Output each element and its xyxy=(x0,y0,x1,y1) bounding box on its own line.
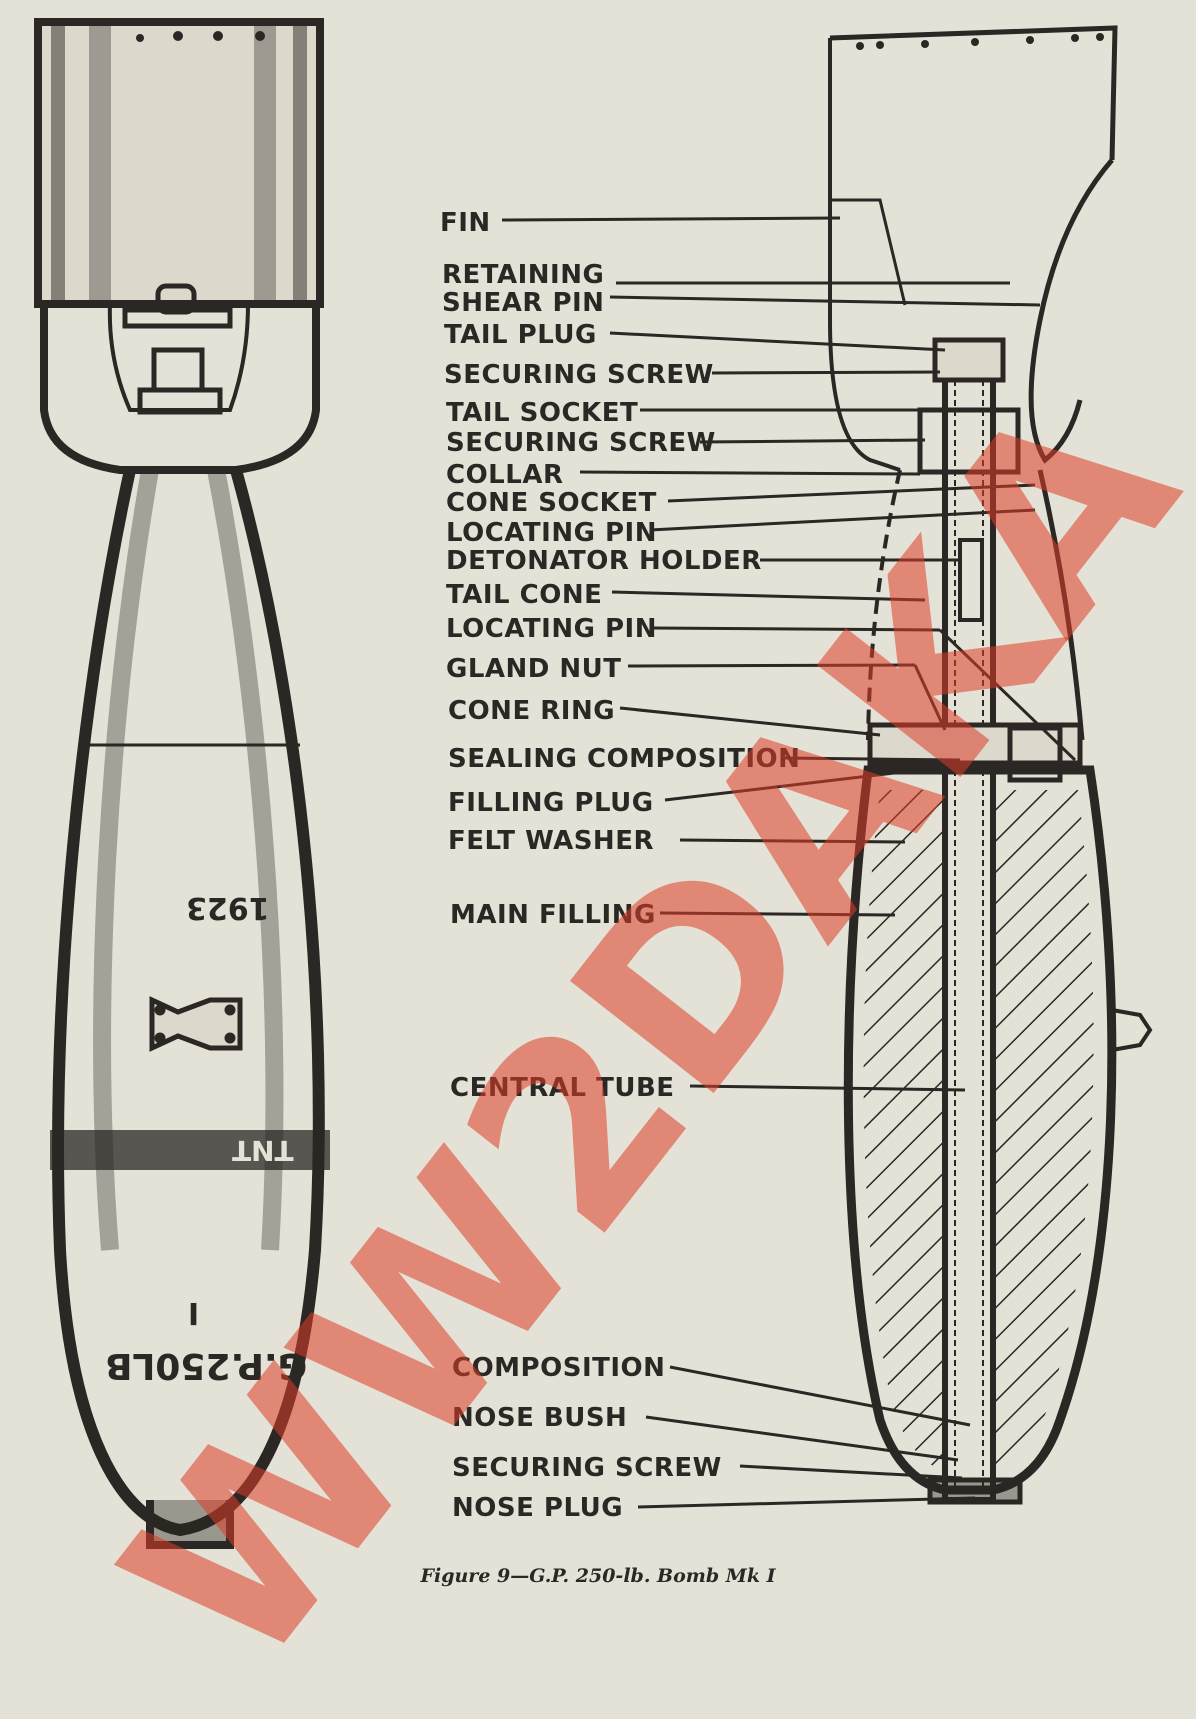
exterior-body xyxy=(52,468,325,1537)
bomb-diagram xyxy=(34,18,1153,1549)
label-cone-ring: CONE RING xyxy=(448,696,616,726)
section-tail-cone xyxy=(866,469,902,741)
stencil-mark: I xyxy=(188,1295,200,1330)
label-securing-screw-3: SECURING SCREW xyxy=(452,1453,722,1483)
stencil-filling: TNT xyxy=(232,1134,294,1167)
label-cone-socket: CONE SOCKET xyxy=(446,488,657,518)
section-main-filling-right xyxy=(993,790,1094,1470)
exterior-tail-lug xyxy=(122,283,233,415)
label-shear-pin: SHEAR PIN xyxy=(442,288,605,318)
label-locating-pin-1: LOCATING PIN xyxy=(446,518,657,548)
section-casing xyxy=(843,765,1117,1495)
label-felt-washer: FELT WASHER xyxy=(448,826,654,856)
exterior-fin-box xyxy=(34,18,324,308)
label-tail-socket: TAIL SOCKET xyxy=(446,398,639,428)
exterior-side-lug xyxy=(149,996,243,1052)
section-fin xyxy=(828,319,901,472)
label-collar: COLLAR xyxy=(446,460,564,490)
label-filling-plug: FILLING PLUG xyxy=(448,788,654,818)
label-main-filling: MAIN FILLING xyxy=(450,900,656,930)
label-composition: COMPOSITION xyxy=(452,1353,666,1383)
label-securing-screw-1: SECURING SCREW xyxy=(444,360,714,390)
label-nose-bush: NOSE BUSH xyxy=(452,1403,628,1433)
label-detonator-holder: DETONATOR HOLDER xyxy=(446,546,762,576)
section-fin-box xyxy=(829,25,1118,161)
exterior-tail-cone xyxy=(40,304,320,474)
leader-lines xyxy=(501,216,1077,1509)
label-fin: FIN xyxy=(440,208,491,238)
section-cone-ring xyxy=(867,722,1083,766)
sectional-view xyxy=(828,25,1153,1505)
label-locating-pin-2: LOCATING PIN xyxy=(446,614,657,644)
label-nose-plug: NOSE PLUG xyxy=(452,1493,624,1523)
stencil-serial: 1923 xyxy=(186,890,270,925)
label-gland-nut: GLAND NUT xyxy=(446,654,622,684)
label-tail-cone: TAIL CONE xyxy=(446,580,603,610)
label-sealing-composition: SEALING COMPOSITION xyxy=(448,744,801,774)
figure-caption: Figure 9—G.P. 250-lb. Bomb Mk I xyxy=(420,1565,776,1587)
exterior-tnt-band xyxy=(50,1130,330,1170)
section-nose-plug xyxy=(927,1477,1023,1505)
exterior-nose xyxy=(146,1500,234,1549)
label-central-tube: CENTRAL TUBE xyxy=(450,1073,675,1103)
section-tail-plug xyxy=(932,337,1006,383)
label-retaining: RETAINING xyxy=(442,260,605,290)
figure-page: 1923 TNT G.P.250LB I FIN RETAINING SHEAR… xyxy=(34,18,1196,1719)
label-tail-plug: TAIL PLUG xyxy=(444,320,597,350)
exterior-view xyxy=(34,18,330,1549)
label-securing-screw-2: SECURING SCREW xyxy=(446,428,716,458)
section-main-filling-left xyxy=(863,790,945,1470)
